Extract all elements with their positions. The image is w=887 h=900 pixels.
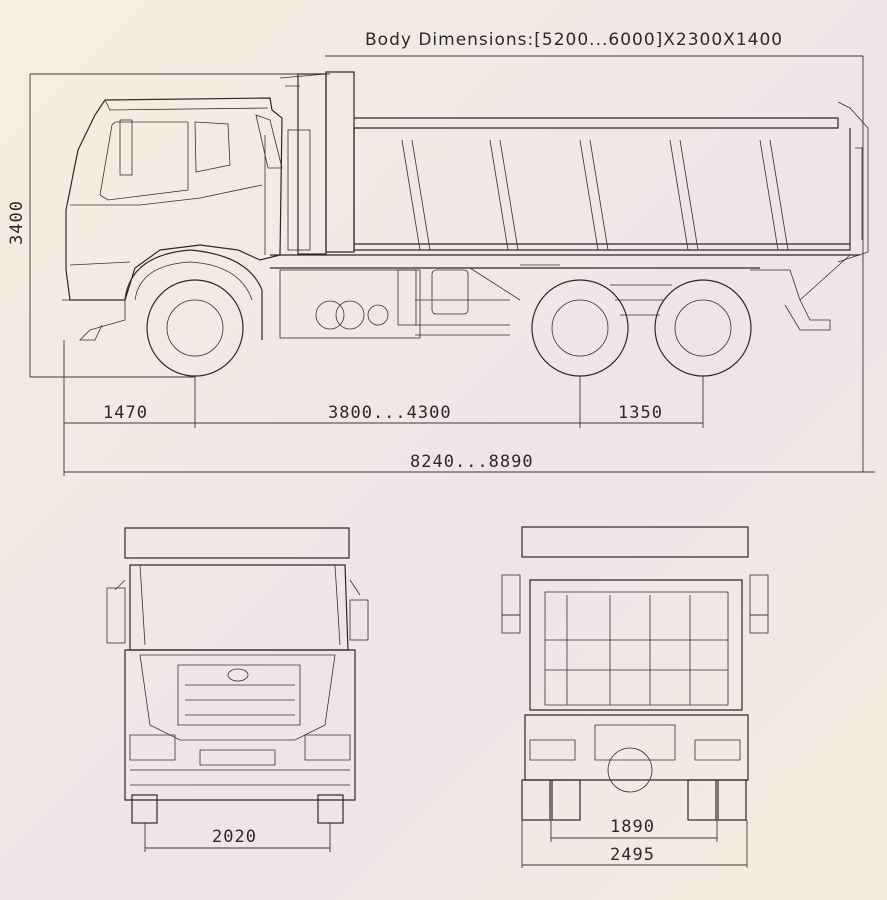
rear-lamps: [501, 574, 769, 634]
overall-width-label: 2495: [610, 845, 655, 865]
front-mirrors: [106, 579, 369, 644]
front-view-body: [124, 527, 356, 801]
front-overhang-label: 1470: [103, 403, 148, 423]
rear-track-dimension-lines: [521, 820, 748, 868]
rear-wheels: [521, 779, 747, 821]
dump-body-ribs: [401, 139, 789, 251]
height-dimension-line: [29, 73, 330, 378]
rear-view-body: [521, 526, 749, 793]
side-view: 3400: [7, 71, 875, 476]
front-view: 2020: [106, 527, 369, 852]
side-cab: [62, 97, 283, 341]
height-label: 3400: [7, 200, 27, 245]
side-rear-wheels: [531, 254, 851, 377]
top-dimension-line: [325, 55, 864, 472]
rear-view: 1890 2495: [501, 526, 769, 868]
rear-track-label: 1890: [610, 817, 655, 837]
side-dump-body: [353, 101, 869, 263]
side-bottom-dimension-lines: [63, 340, 875, 476]
side-front-wheel: [124, 249, 263, 377]
front-track-dimension-line: [144, 823, 331, 852]
wheelbase-label: 3800...4300: [328, 403, 452, 423]
side-chassis: [270, 71, 860, 339]
rear-axle-spacing-label: 1350: [618, 403, 663, 423]
body-dimensions-label: Body Dimensions:[5200...6000]X2300X1400: [365, 30, 783, 50]
front-wheels: [131, 794, 344, 824]
overall-length-label: 8240...8890: [410, 452, 534, 472]
front-track-label: 2020: [212, 827, 257, 847]
